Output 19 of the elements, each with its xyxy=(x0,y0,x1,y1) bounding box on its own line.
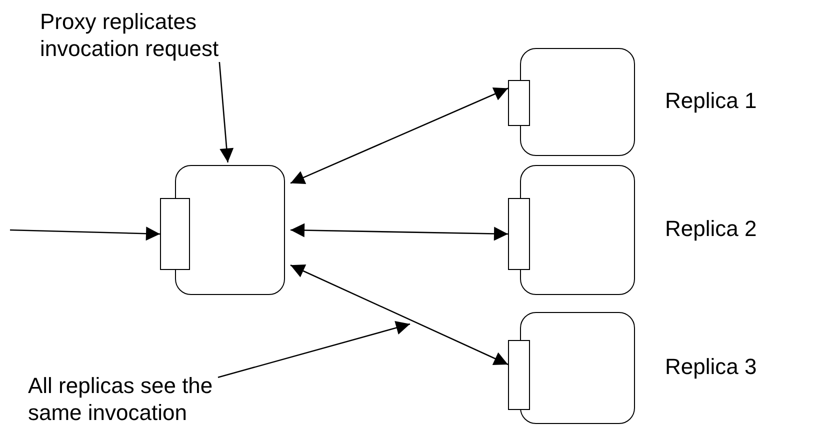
arrow xyxy=(290,264,508,366)
object-box xyxy=(520,48,635,156)
callout-text: All replicas see the same invocation xyxy=(28,372,218,426)
interface-port xyxy=(508,340,530,410)
callout-text: Proxy replicates invocation request xyxy=(40,8,235,62)
leader-arrow xyxy=(218,62,234,162)
object-box xyxy=(175,165,285,295)
arrow xyxy=(290,87,508,184)
arrow xyxy=(290,223,508,241)
interface-port xyxy=(508,80,530,126)
leader-arrow xyxy=(10,226,160,241)
interface-port xyxy=(508,198,530,270)
replica-label: Replica 3 xyxy=(665,354,757,380)
replica-label: Replica 1 xyxy=(665,88,757,114)
leader-arrow xyxy=(218,321,410,378)
replica-label: Replica 2 xyxy=(665,216,757,242)
object-box xyxy=(520,165,635,295)
object-box xyxy=(520,312,635,424)
interface-port xyxy=(160,198,190,270)
